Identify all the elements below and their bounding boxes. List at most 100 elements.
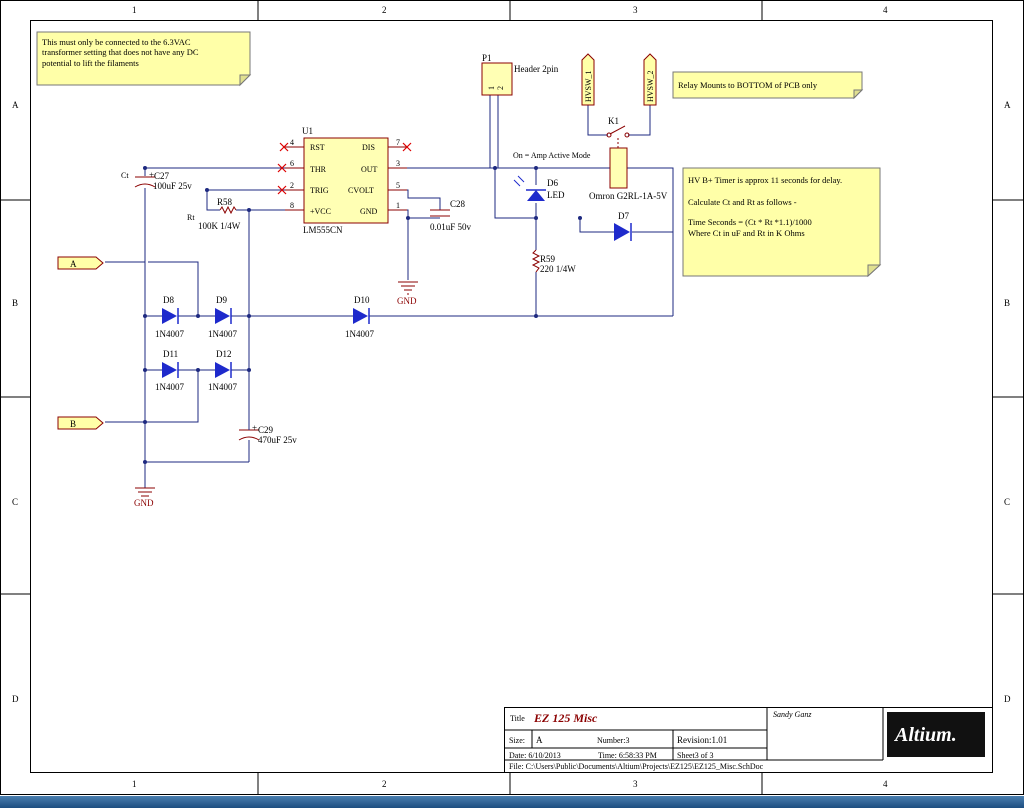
port-a-label: A — [70, 259, 77, 269]
port-a[interactable]: A — [57, 256, 104, 270]
port-b-label: B — [70, 419, 76, 429]
col-label-top-3: 3 — [633, 5, 638, 15]
port-hvsw2[interactable]: HVSW_2 — [643, 53, 657, 106]
d9-diode[interactable]: D9 1N4007 — [208, 295, 237, 339]
d10-ref: D10 — [354, 295, 370, 305]
note-timer[interactable]: HV B+ Timer is approx 11 seconds for del… — [682, 167, 882, 278]
frame-labels: 1 2 3 4 1 2 3 4 A B C D A B C D — [12, 5, 1011, 789]
d6-ref: D6 — [547, 178, 558, 188]
row-label-right-a: A — [1004, 100, 1011, 110]
d10-diode[interactable]: D10 1N4007 — [345, 295, 374, 339]
col-label-bottom-3: 3 — [633, 779, 638, 789]
c29-value: 470uF 25v — [258, 435, 297, 445]
row-label-left-a: A — [12, 100, 19, 110]
u1-pin-out: OUT — [361, 165, 378, 174]
col-label-bottom-2: 2 — [382, 779, 387, 789]
port-hvsw1-label: HVSW_1 — [584, 70, 593, 102]
u1-pinnum-3: 3 — [396, 159, 400, 168]
col-label-top-1: 1 — [132, 5, 137, 15]
note-relay[interactable]: Relay Mounts to BOTTOM of PCB only — [672, 71, 864, 100]
u1-pinnum-4: 4 — [290, 138, 294, 147]
number-value: Number:3 — [597, 736, 629, 745]
d12-diode[interactable]: D12 1N4007 — [208, 349, 237, 392]
d10-value: 1N4007 — [345, 329, 374, 339]
row-label-left-c: C — [12, 497, 18, 507]
c28-ref: C28 — [450, 199, 466, 209]
u1-pinnum-8: 8 — [290, 201, 294, 210]
u1-lm555[interactable]: U1 LM555CN RST THR TRIG +VCC DIS OUT CVO… — [285, 126, 407, 235]
gnd-symbol-1: GND — [397, 281, 418, 306]
u1-pinnum-1: 1 — [396, 201, 400, 210]
d8-diode[interactable]: D8 1N4007 — [155, 295, 184, 339]
col-label-bottom-4: 4 — [883, 779, 888, 789]
u1-pin-cvolt: CVOLT — [348, 186, 374, 195]
row-label-right-c: C — [1004, 497, 1010, 507]
c27-ref: C27 — [154, 171, 170, 181]
r58-resistor[interactable]: R58 100K 1/4W Rt — [187, 197, 241, 231]
d12-ref: D12 — [216, 349, 232, 359]
c27-net-ct: Ct — [121, 171, 129, 180]
row-label-right-b: B — [1004, 298, 1010, 308]
gnd-label-1: GND — [397, 296, 417, 306]
c28-value: 0.01uF 50v — [430, 222, 472, 232]
note-filament-line1: This must only be connected to the 6.3VA… — [42, 37, 191, 47]
d7-ref: D7 — [618, 211, 629, 221]
port-b[interactable]: B — [57, 416, 104, 430]
c28-capacitor[interactable]: C28 0.01uF 50v — [430, 199, 472, 232]
time-value: Time: 6:58:33 PM — [598, 751, 657, 760]
c27-capacitor[interactable]: + C27 100uF 25v Ct — [121, 170, 192, 191]
r59-resistor[interactable]: R59 220 1/4W — [531, 249, 576, 274]
file-value: File: C:\Users\Public\Documents\Altium\P… — [509, 762, 764, 771]
note-timer-line5: Time Seconds = (Ct * Rt *1.1)/1000 — [688, 217, 812, 227]
port-hvsw1[interactable]: HVSW_1 — [581, 53, 595, 106]
u1-ref: U1 — [302, 126, 313, 136]
c29-plus: + — [252, 423, 257, 433]
c27-value: 100uF 25v — [153, 181, 192, 191]
date-value: Date: 6/10/2013 — [509, 751, 561, 760]
d11-diode[interactable]: D11 1N4007 — [155, 349, 184, 392]
u1-value: LM555CN — [303, 225, 343, 235]
note-filament[interactable]: This must only be connected to the 6.3VA… — [36, 31, 252, 87]
window-bottom-bar — [0, 796, 1024, 808]
no-connect-markers — [277, 142, 412, 195]
u1-pinnum-7: 7 — [396, 138, 400, 147]
size-label: Size: — [509, 736, 525, 745]
c29-ref: C29 — [258, 425, 274, 435]
p1-value: Header 2pin — [514, 64, 559, 74]
p1-pin1: 1 — [487, 86, 496, 90]
author-value: Sandy Ganz — [773, 710, 812, 719]
u1-pinnum-2: 2 — [290, 181, 294, 190]
row-label-right-d: D — [1004, 694, 1011, 704]
d11-ref: D11 — [163, 349, 178, 359]
p1-header[interactable]: P1 Header 2pin 1 2 — [481, 53, 559, 96]
r58-ref: R58 — [217, 197, 233, 207]
d6-value: LED — [547, 190, 565, 200]
u1-pin-gnd: GND — [360, 207, 378, 216]
c29-capacitor[interactable]: + C29 470uF 25v — [238, 423, 297, 445]
gnd-symbol-2: GND — [134, 487, 155, 508]
d7-diode[interactable]: D7 — [614, 211, 632, 241]
u1-pin-trig: TRIG — [310, 186, 329, 195]
title-block[interactable]: Title EZ 125 Misc Sandy Ganz Size: A Num… — [504, 707, 993, 773]
d8-ref: D8 — [163, 295, 174, 305]
k1-relay[interactable]: K1 Omron G2RL-1A-5V — [589, 116, 668, 201]
u1-pin-thr: THR — [310, 165, 327, 174]
note-filament-line2: transformer setting that does not have a… — [42, 47, 199, 57]
r59-value: 220 1/4W — [540, 264, 576, 274]
gnd-label-2: GND — [134, 498, 154, 508]
u1-pin-vcc: +VCC — [310, 207, 331, 216]
r58-net-rt: Rt — [187, 213, 195, 222]
k1-value: Omron G2RL-1A-5V — [589, 191, 668, 201]
u1-pinnum-6: 6 — [290, 159, 294, 168]
note-filament-line3: potential to lift the filaments — [42, 58, 139, 68]
d9-value: 1N4007 — [208, 329, 237, 339]
d11-value: 1N4007 — [155, 382, 184, 392]
d6-led[interactable]: D6 LED — [513, 175, 565, 201]
sheet-value: Sheet3 of 3 — [677, 751, 713, 760]
revision-value: Revision:1.01 — [677, 735, 727, 745]
r59-ref: R59 — [540, 254, 556, 264]
note-timer-line6: Where Ct in uF and Rt in K Ohms — [688, 228, 805, 238]
